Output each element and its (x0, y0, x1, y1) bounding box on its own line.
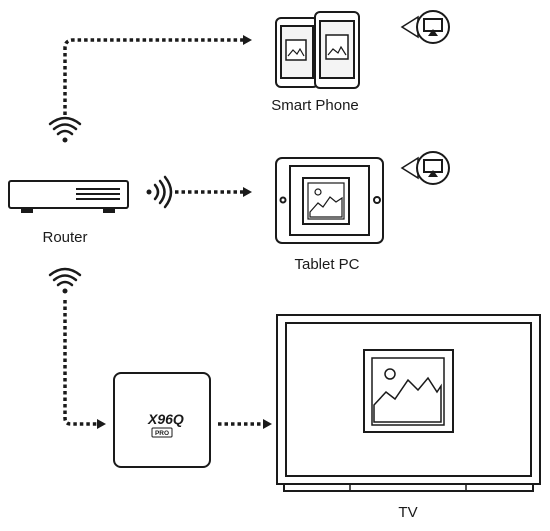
connector-router-to-box (63, 300, 97, 426)
smart-phone-device (275, 11, 360, 89)
set-top-box-device: X96Q PRO (113, 372, 211, 468)
arrow-to-tablet (243, 187, 252, 197)
arrow-to-phone (243, 35, 252, 45)
router-label: Router (42, 229, 88, 246)
tv-label: TV (398, 504, 418, 521)
tablet-pc-device (275, 157, 384, 244)
tv-device (276, 314, 541, 492)
smart-phone-label: Smart Phone (271, 97, 359, 114)
arrow-to-tv (263, 419, 272, 429)
tablet-pc-label: Tablet PC (294, 256, 360, 273)
wifi-signal-icon (146, 175, 173, 209)
wifi-signal-icon (48, 116, 82, 143)
airplay-icon (400, 10, 450, 44)
airplay-icon (400, 151, 450, 185)
arrow-to-box (97, 419, 106, 429)
box-badge-text: PRO (155, 430, 169, 437)
box-model-text: X96Q (147, 411, 184, 427)
connector-router-to-phone (63, 38, 243, 115)
wifi-signal-icon (48, 267, 82, 294)
router-device (8, 180, 129, 213)
